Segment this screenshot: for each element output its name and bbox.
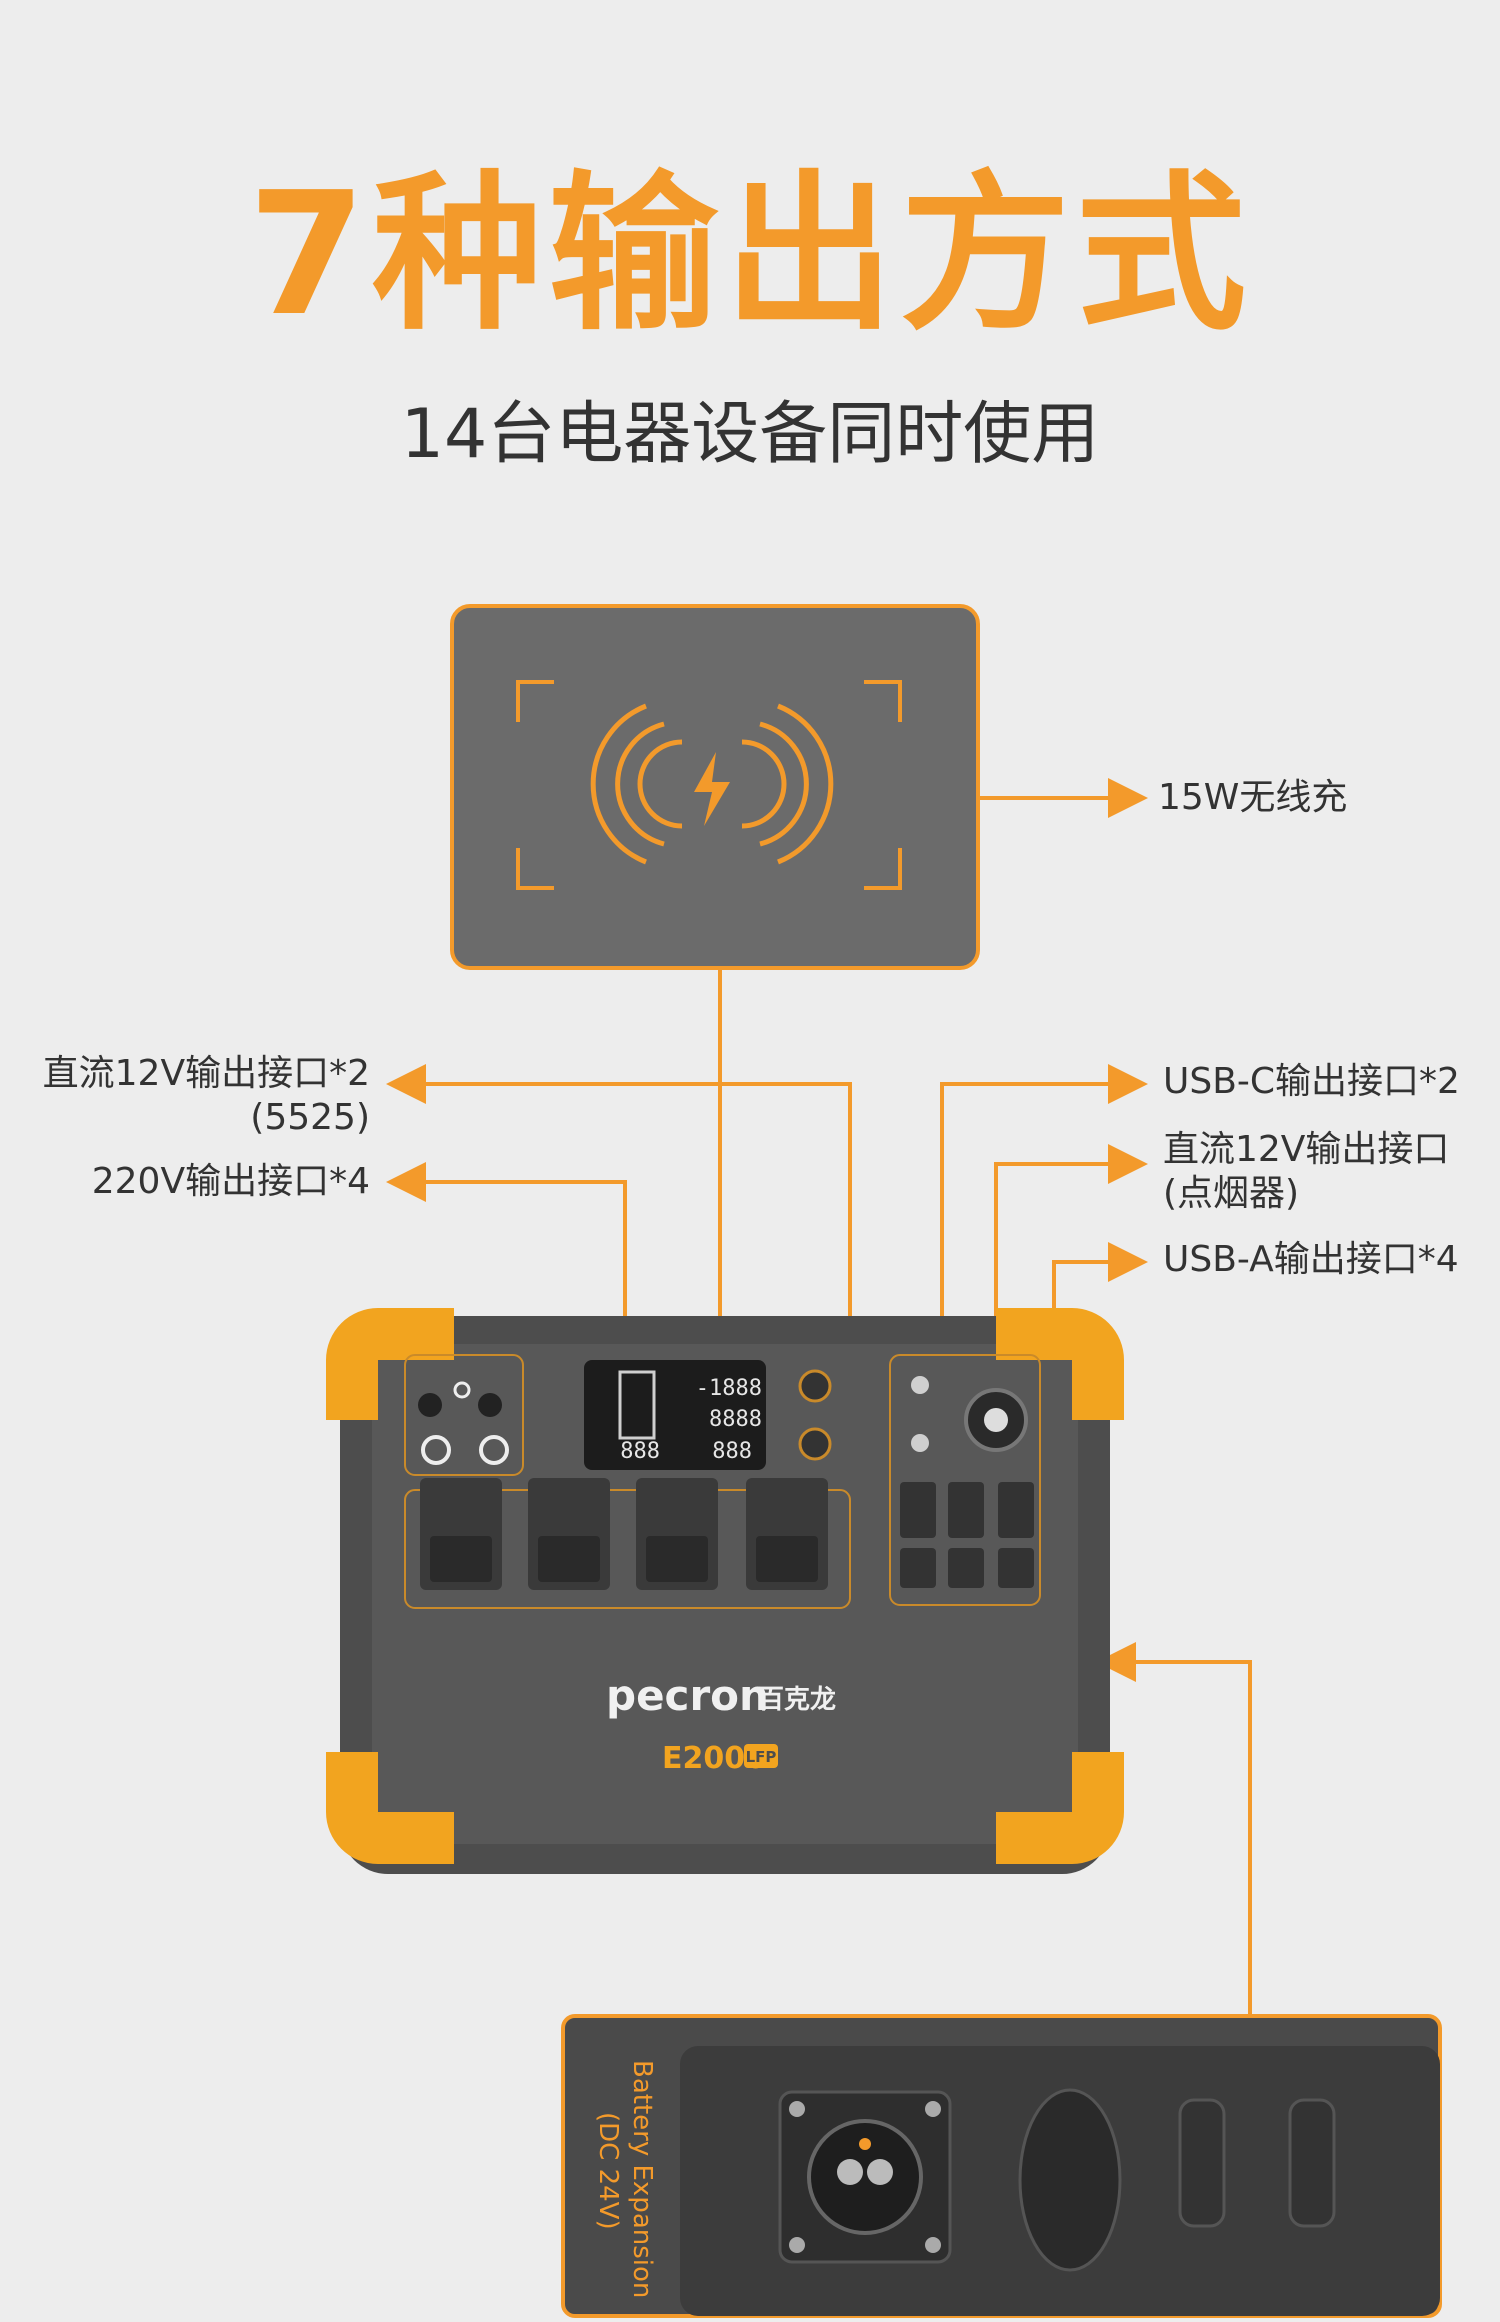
- lightning-icon: [694, 752, 730, 826]
- car-socket-icon: [964, 1388, 1028, 1452]
- label-dc5525-sub: (5525): [250, 1097, 370, 1138]
- ac-outlet-icon: [420, 1478, 828, 1590]
- expansion-label: Battery Expansion: [627, 2060, 657, 2298]
- lcd-reading-bottom-left: 888: [620, 1439, 660, 1464]
- lcd-reading-mid: 8888: [709, 1407, 762, 1432]
- bumper-bottom-left: [326, 1752, 454, 1864]
- page-subtitle: 14台电器设备同时使用: [400, 395, 1100, 474]
- label-ac-outlets: 220V输出接口*4: [91, 1161, 370, 1202]
- expansion-voltage: (DC 24V): [593, 2112, 623, 2230]
- expansion-port-icon: [778, 2088, 1336, 2272]
- label-dc5525: 直流12V输出接口*2: [42, 1053, 370, 1094]
- power-station: -1888 8888 888 888: [326, 1308, 1124, 1874]
- label-wireless-charging: 15W无线充: [1158, 777, 1348, 818]
- label-car-socket-sub: (点烟器): [1163, 1173, 1300, 1214]
- page-title: 7种输出方式: [247, 156, 1253, 354]
- bumper-top-right: [996, 1308, 1124, 1420]
- bumper-top-left: [326, 1308, 454, 1420]
- model-badge: LFP: [746, 1748, 777, 1766]
- wireless-charging-icon: [590, 703, 834, 865]
- bumper-bottom-right: [996, 1752, 1124, 1864]
- usb-a-port-icon: [900, 1482, 1034, 1588]
- label-usb-c: USB-C输出接口*2: [1163, 1061, 1460, 1102]
- lcd-reading-top: -1888: [696, 1376, 762, 1401]
- label-car-socket: 直流12V输出接口: [1163, 1129, 1450, 1170]
- power-button: [798, 1369, 832, 1403]
- usb-c-port-icon: [911, 1376, 929, 1452]
- label-usb-a: USB-A输出接口*4: [1163, 1239, 1459, 1280]
- dc-port-icon: [418, 1381, 509, 1465]
- brand-logo-cn: 百克龙: [758, 1685, 836, 1715]
- wireless-charging-pad: [450, 604, 980, 970]
- lcd-display: [584, 1360, 766, 1470]
- lcd-reading-bottom-right: 888: [712, 1439, 752, 1464]
- brand-logo: pecron: [606, 1671, 769, 1720]
- expansion-panel: Battery Expansion (DC 24V): [561, 2014, 1442, 2318]
- mode-button: [798, 1427, 832, 1461]
